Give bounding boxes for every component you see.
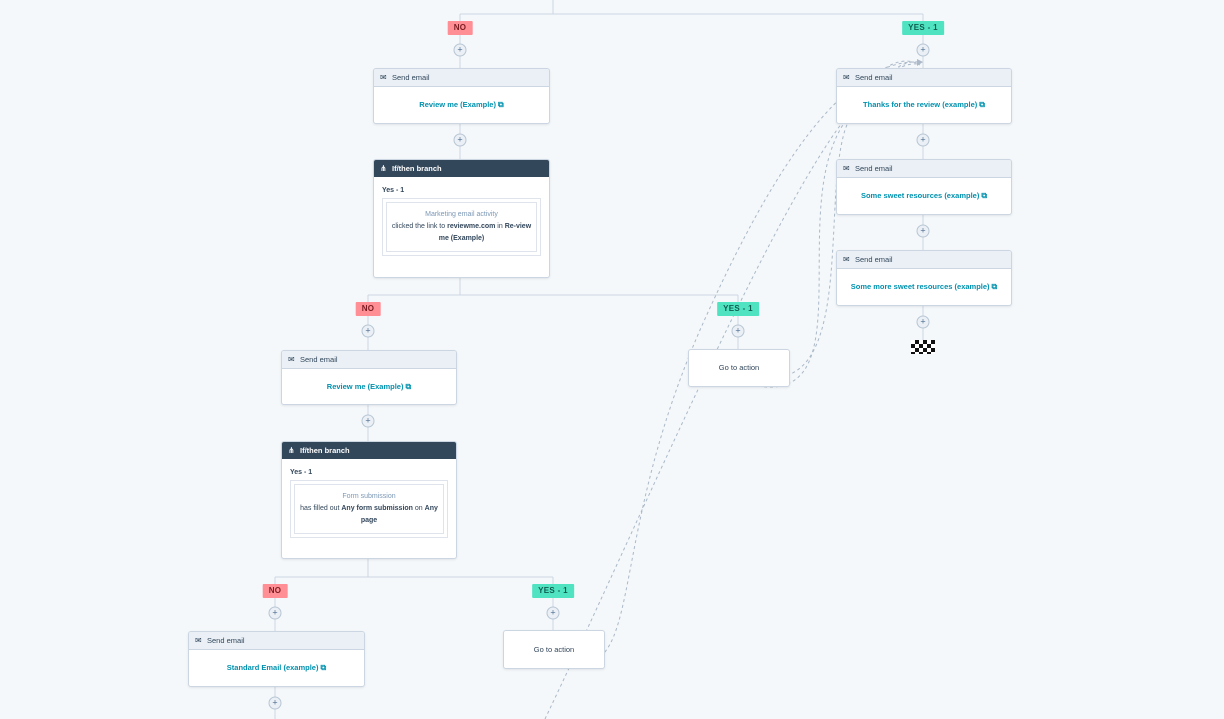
- envelope-icon: ✉: [195, 636, 202, 645]
- send-email-card[interactable]: ✉Send email Standard Email (example)⧉: [188, 631, 365, 687]
- send-email-card[interactable]: ✉Send email Some sweet resources (exampl…: [836, 159, 1012, 215]
- email-link[interactable]: Review me (Example)⧉: [419, 100, 504, 109]
- envelope-icon: ✉: [380, 73, 387, 82]
- email-link[interactable]: Some more sweet resources (example)⧉: [850, 282, 998, 291]
- envelope-icon: ✉: [288, 355, 295, 364]
- email-link[interactable]: Thanks for the review (example)⧉: [863, 100, 985, 109]
- add-action-button[interactable]: +: [546, 606, 560, 620]
- yes-branch-badge: YES - 1: [717, 302, 759, 316]
- add-action-button[interactable]: +: [916, 315, 930, 329]
- add-action-button[interactable]: +: [361, 324, 375, 338]
- add-action-button[interactable]: +: [453, 43, 467, 57]
- external-link-icon: ⧉: [979, 100, 985, 109]
- add-action-button[interactable]: +: [268, 606, 282, 620]
- envelope-icon: ✉: [843, 255, 850, 264]
- card-header: ✉Send email: [837, 160, 1011, 178]
- add-action-button[interactable]: +: [916, 43, 930, 57]
- card-header: ✉Send email: [282, 351, 456, 369]
- add-action-button[interactable]: +: [916, 224, 930, 238]
- send-email-card[interactable]: ✉Send email Review me (Example)⧉: [373, 68, 550, 124]
- send-email-card[interactable]: ✉Send email Thanks for the review (examp…: [836, 68, 1012, 124]
- send-email-card[interactable]: ✉Send email Review me (Example)⧉: [281, 350, 457, 405]
- no-branch-badge: NO: [355, 302, 381, 316]
- branch-icon: ⋔: [380, 164, 387, 173]
- card-header: ✉Send email: [837, 69, 1011, 87]
- external-link-icon: ⧉: [405, 382, 412, 391]
- yes-branch-badge: YES - 1: [902, 21, 944, 35]
- card-header: ⋔If/then branch: [282, 442, 456, 459]
- card-header: ✉Send email: [189, 632, 364, 650]
- card-header: ✉Send email: [837, 251, 1011, 269]
- add-action-button[interactable]: +: [361, 414, 375, 428]
- if-then-branch-card[interactable]: ⋔If/then branch Yes - 1 Marketing email …: [373, 159, 550, 278]
- branch-label: Yes - 1: [382, 187, 405, 194]
- branch-icon: ⋔: [288, 446, 295, 455]
- yes-branch-badge: YES - 1: [532, 584, 574, 598]
- email-link[interactable]: Standard Email (example)⧉: [226, 663, 327, 672]
- external-link-icon: ⧉: [981, 191, 988, 200]
- send-email-card[interactable]: ✉Send email Some more sweet resources (e…: [836, 250, 1012, 306]
- branch-label: Yes - 1: [290, 469, 313, 476]
- email-link[interactable]: Some sweet resources (example)⧉: [860, 191, 988, 200]
- add-action-button[interactable]: +: [268, 696, 282, 710]
- envelope-icon: ✉: [843, 164, 850, 173]
- no-branch-badge: NO: [447, 21, 473, 35]
- add-action-button[interactable]: +: [916, 133, 930, 147]
- condition-box[interactable]: Form submission has filled out Any form …: [294, 484, 444, 534]
- condition-box[interactable]: Marketing email activity clicked the lin…: [386, 202, 537, 252]
- if-then-branch-card[interactable]: ⋔If/then branch Yes - 1 Form submission …: [281, 441, 457, 559]
- email-link[interactable]: Review me (Example)⧉: [326, 382, 412, 391]
- add-action-button[interactable]: +: [453, 133, 467, 147]
- card-header: ⋔If/then branch: [374, 160, 549, 177]
- checkered-flag-icon: [911, 340, 935, 354]
- external-link-icon: ⧉: [991, 282, 998, 291]
- no-branch-badge: NO: [262, 584, 288, 598]
- card-header: ✉Send email: [374, 69, 549, 87]
- external-link-icon: ⧉: [320, 663, 327, 672]
- add-action-button[interactable]: +: [731, 324, 745, 338]
- external-link-icon: ⧉: [497, 100, 504, 109]
- go-to-action[interactable]: Go to action: [503, 630, 605, 669]
- go-to-action[interactable]: Go to action: [688, 349, 790, 387]
- envelope-icon: ✉: [843, 73, 850, 82]
